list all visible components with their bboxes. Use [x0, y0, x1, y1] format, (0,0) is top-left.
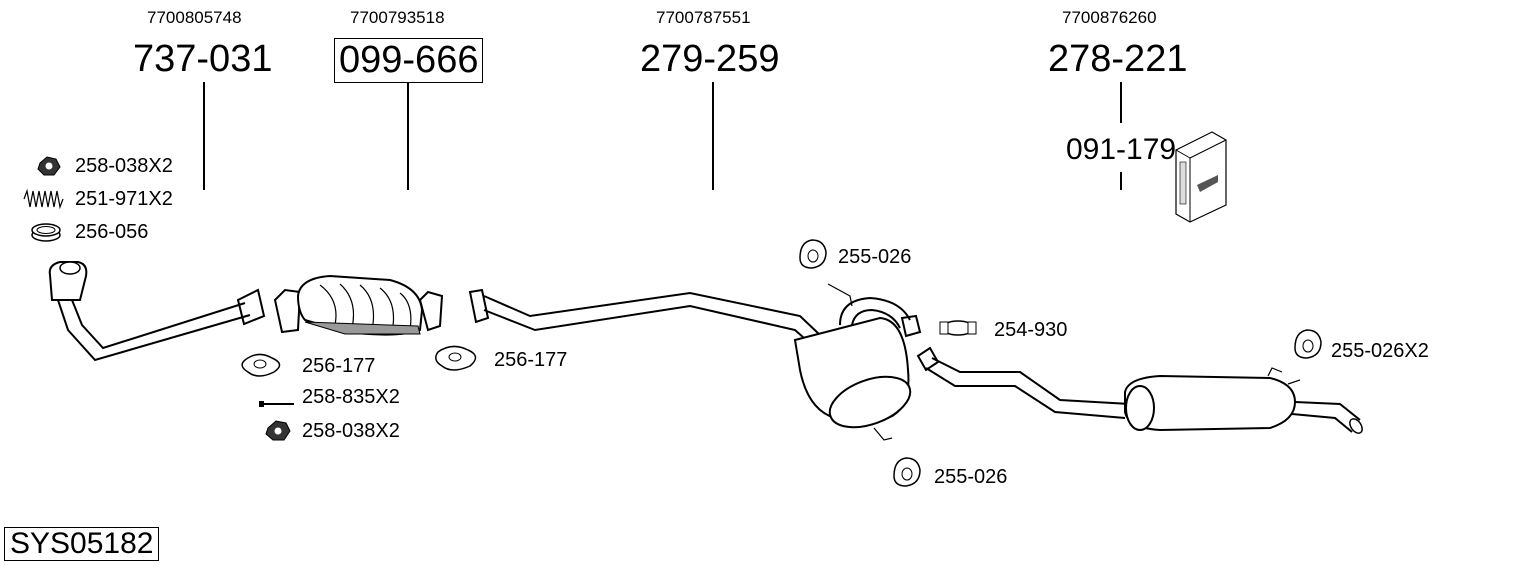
catalyst-drawing	[273, 274, 444, 336]
part-number-rear-silencer[interactable]: 278-221	[1048, 38, 1188, 80]
gasket-icon-2	[435, 345, 477, 371]
rear-silencer-drawing	[916, 346, 1363, 434]
middle-silencer-drawing	[468, 283, 922, 441]
front-pipe-drawing	[48, 261, 266, 362]
hanger-icon-rear	[1294, 329, 1322, 359]
accessory-label-bolt[interactable]: 258-835X2	[302, 386, 400, 408]
part-number-mounting-kit[interactable]: 091-179	[1066, 133, 1177, 166]
nut-icon-front	[37, 156, 61, 176]
hanger-icon-top	[799, 239, 827, 269]
oem-number-4: 7700876260	[1062, 8, 1157, 27]
accessory-label-gasket-1[interactable]: 256-177	[302, 355, 376, 377]
clamp-icon	[939, 320, 977, 336]
part-number-front-pipe[interactable]: 737-031	[133, 38, 273, 80]
accessory-label-hanger-bottom[interactable]: 255-026	[934, 466, 1008, 488]
oem-number-1: 7700805748	[147, 8, 242, 27]
hanger-icon-bottom	[893, 457, 921, 487]
part-number-middle-silencer[interactable]: 279-259	[640, 38, 780, 80]
oem-number-3: 7700787551	[656, 8, 751, 27]
accessory-label-ring[interactable]: 256-056	[75, 221, 149, 243]
mounting-kit-box-icon	[1175, 131, 1227, 223]
accessory-label-hanger-rear[interactable]: 255-026X2	[1331, 340, 1429, 362]
accessory-label-nut-front[interactable]: 258-038X2	[75, 155, 173, 177]
ring-icon	[31, 223, 61, 242]
accessory-label-clamp[interactable]: 254-930	[994, 319, 1068, 341]
accessory-label-hanger-top[interactable]: 255-026	[838, 246, 912, 268]
gasket-icon-1	[241, 353, 281, 377]
accessory-label-spring[interactable]: 251-971X2	[75, 188, 173, 210]
nut-icon-catalyst	[265, 420, 291, 441]
bolt-icon	[259, 401, 294, 407]
system-code: SYS05182	[4, 527, 160, 561]
accessory-label-gasket-2[interactable]: 256-177	[494, 349, 568, 371]
oem-number-2: 7700793518	[350, 8, 445, 27]
accessory-label-nut-cat[interactable]: 258-038X2	[302, 420, 400, 442]
part-number-catalyst[interactable]: 099-666	[334, 38, 484, 83]
spring-icon	[23, 188, 64, 210]
